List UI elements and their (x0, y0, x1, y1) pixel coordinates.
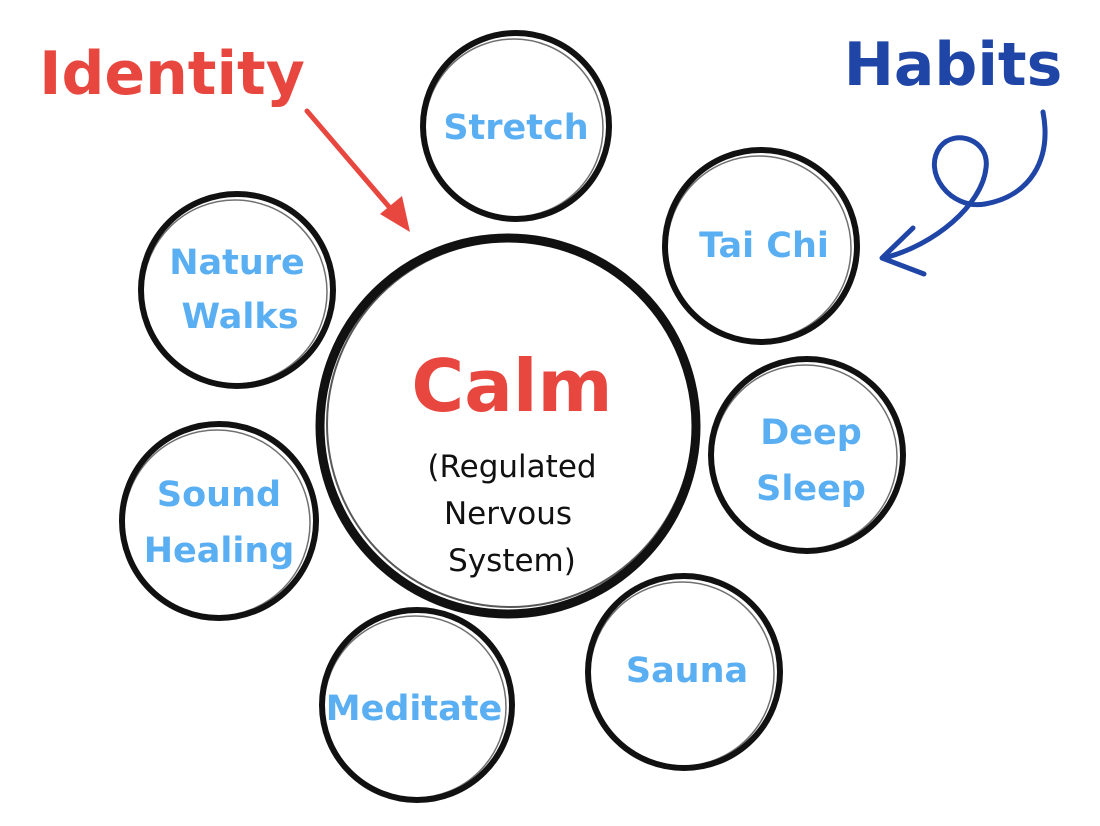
center-title: Calm (411, 344, 612, 428)
habits-label: Habits (844, 30, 1063, 100)
identity-arrow-icon (304, 108, 410, 232)
habit-label-nature-walks-line-2: Walks (181, 297, 298, 337)
habit-node-tai-chi: Tai Chi (662, 147, 860, 345)
habit-label-sound-healing-line-1: Sound (157, 475, 281, 515)
habit-ring-inner (666, 155, 852, 341)
center-ring (315, 233, 701, 619)
habit-label-sauna: Sauna (626, 651, 748, 691)
habit-node-sound-healing: Sound Healing (119, 421, 319, 621)
habit-node-nature-walks: Nature Walks (138, 191, 336, 389)
habit-ring-inner (142, 199, 328, 385)
center-node: Calm (Regulated Nervous System) (315, 233, 701, 619)
habit-ring-inner (323, 615, 507, 799)
habit-label-meditate: Meditate (326, 689, 502, 729)
habit-label-stretch: Stretch (443, 108, 588, 148)
center-subtitle-line-1: (Regulated (427, 449, 596, 485)
habit-ring-inner (424, 38, 604, 218)
habit-node-stretch: Stretch (420, 30, 612, 222)
center-subtitle-line-3: System) (448, 543, 576, 579)
habit-ring (420, 30, 612, 222)
habit-label-tai-chi: Tai Chi (699, 226, 829, 266)
habit-label-deep-sleep-line-2: Sleep (756, 469, 866, 509)
habit-ring (319, 607, 515, 803)
habit-node-sauna: Sauna (585, 573, 783, 771)
habit-ring-inner (123, 429, 311, 617)
habit-ring-inner (712, 364, 898, 550)
habit-ring-inner (589, 581, 775, 767)
habit-label-sound-healing-line-2: Healing (144, 531, 295, 571)
habit-ring (662, 147, 860, 345)
habit-node-meditate: Meditate (319, 607, 515, 803)
habit-node-deep-sleep: Deep Sleep (708, 356, 906, 554)
habit-label-nature-walks-line-1: Nature (169, 243, 305, 283)
center-ring-inner (326, 240, 694, 608)
habit-label-deep-sleep-line-1: Deep (760, 413, 862, 453)
habits-swirl-arrow-icon (879, 109, 1048, 277)
identity-label: Identity (39, 39, 305, 109)
habit-ring (119, 421, 319, 621)
center-subtitle-line-2: Nervous (444, 496, 572, 532)
habit-ring (585, 573, 783, 771)
habit-ring (138, 191, 336, 389)
habit-ring (708, 356, 906, 554)
